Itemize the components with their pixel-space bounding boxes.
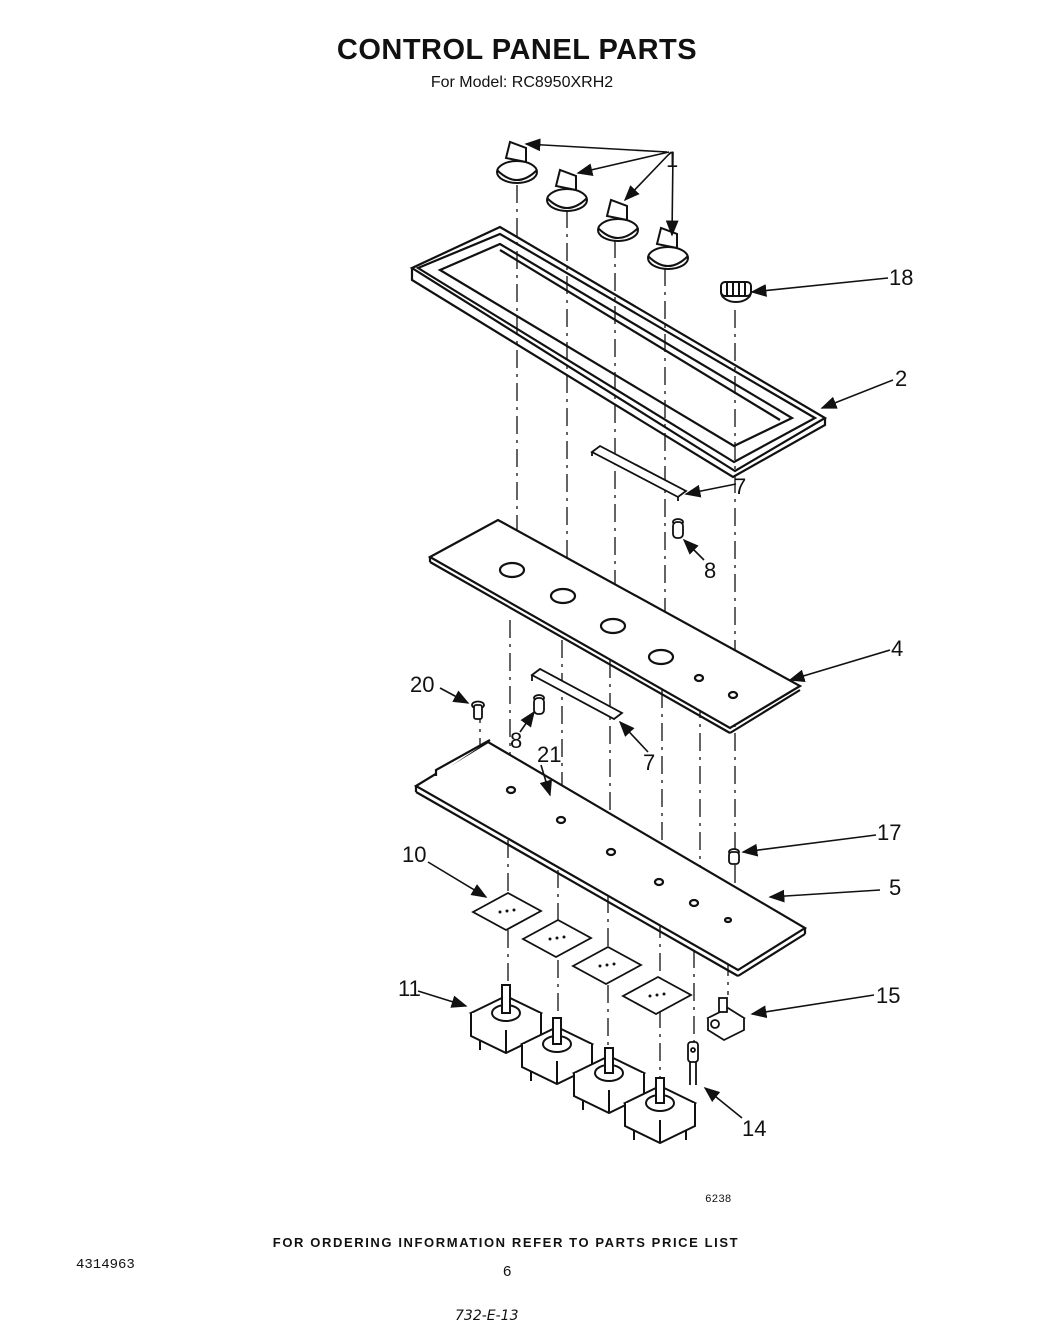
callout-7-lower: 7	[643, 750, 655, 775]
callout-15: 15	[876, 983, 900, 1008]
document-number: 4314963	[76, 1257, 135, 1273]
callout-11: 11	[398, 976, 421, 1001]
callout-17: 17	[877, 820, 901, 845]
clock-set-knob	[720, 281, 752, 303]
leader-arrows	[417, 138, 894, 1119]
panel-plate	[427, 518, 803, 734]
clock-switch	[706, 997, 746, 1042]
callout-4: 4	[891, 636, 903, 661]
callout-21: 21	[537, 742, 561, 767]
infinite-switches	[468, 984, 698, 1145]
retainer-strip-lower	[530, 667, 624, 721]
handwritten-note: 732-E-13	[455, 1308, 519, 1324]
callout-20: 20	[410, 672, 434, 697]
control-knob	[597, 198, 639, 242]
page-number: 6	[503, 1263, 512, 1280]
insulator-squares	[471, 891, 693, 1016]
callout-8-upper: 8	[704, 558, 716, 583]
indicator-light	[687, 1041, 699, 1085]
small-retainer-strip	[590, 444, 688, 501]
diagram-code: 6238	[705, 1194, 732, 1206]
callout-2: 2	[895, 366, 907, 391]
screw-8-lower	[533, 694, 545, 715]
callout-18: 18	[889, 265, 913, 290]
infinite-switch	[622, 1077, 698, 1145]
mounting-bracket	[413, 739, 808, 977]
callout-14: 14	[742, 1116, 766, 1141]
callout-7-upper: 7	[734, 474, 746, 499]
callout-5: 5	[889, 875, 901, 900]
screw-20	[471, 700, 485, 720]
control-panel-frame	[409, 225, 828, 479]
callout-10: 10	[402, 842, 426, 867]
model-subtitle: For Model: RC8950XRH2	[430, 74, 614, 91]
ordering-note: FOR ORDERING INFORMATION REFER TO PARTS …	[272, 1235, 740, 1250]
control-knob	[647, 226, 689, 270]
control-knob	[546, 168, 588, 212]
screw-17	[728, 848, 740, 865]
page-title: CONTROL PANEL PARTS	[336, 34, 698, 66]
screw-8-upper	[672, 518, 684, 539]
control-knob	[496, 140, 538, 184]
callout-1: 1	[666, 147, 678, 172]
knob-group	[496, 140, 752, 303]
callout-8-lower: 8	[510, 728, 522, 753]
